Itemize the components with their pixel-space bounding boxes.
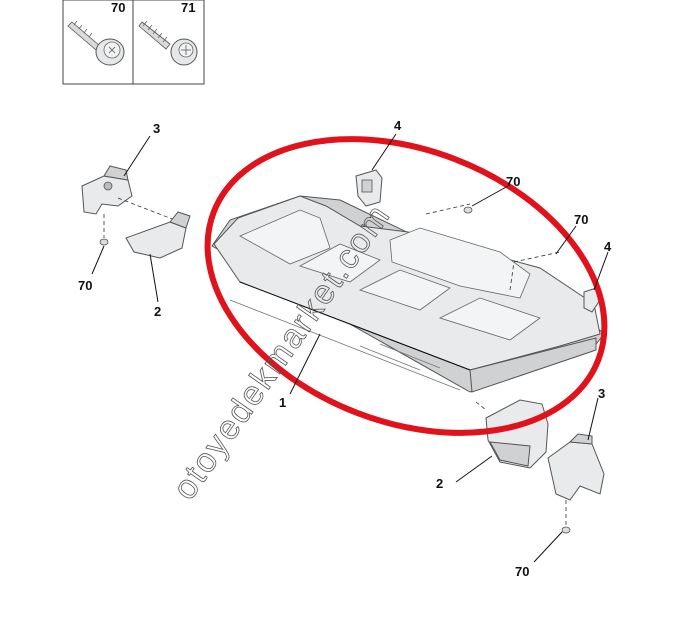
bracket-right xyxy=(547,433,605,534)
callout-screw-bottom: 70 xyxy=(515,564,529,579)
callout-bracket-left: 3 xyxy=(153,121,160,136)
callout-tray: 1 xyxy=(279,395,286,410)
screw-self-tapping-icon xyxy=(138,20,198,66)
callout-clip-center: 4 xyxy=(394,118,402,133)
cover-left xyxy=(125,211,191,259)
callout-screw-mid: 70 xyxy=(574,212,588,227)
callout-cover-right: 2 xyxy=(436,476,443,491)
cover-right xyxy=(475,399,549,469)
highlight-ellipse xyxy=(204,136,608,436)
legend-ref-71: 71 xyxy=(181,0,195,15)
fastener-legend: 70 71 xyxy=(62,0,205,85)
leader-lines xyxy=(91,133,609,563)
glovebox-tray xyxy=(211,195,605,393)
callout-cover-left: 2 xyxy=(154,304,161,319)
legend-ref-70: 70 xyxy=(111,0,125,15)
callout-screw-left: 70 xyxy=(78,278,92,293)
callout-screw-top: 70 xyxy=(506,174,520,189)
callout-clip-right: 4 xyxy=(604,239,612,254)
clip-center xyxy=(355,169,383,207)
bracket-left xyxy=(81,165,133,246)
screw-mid xyxy=(509,251,561,291)
callout-bracket-right: 3 xyxy=(598,386,605,401)
screw-top xyxy=(425,203,473,215)
screw-flange-head-icon xyxy=(67,20,125,66)
